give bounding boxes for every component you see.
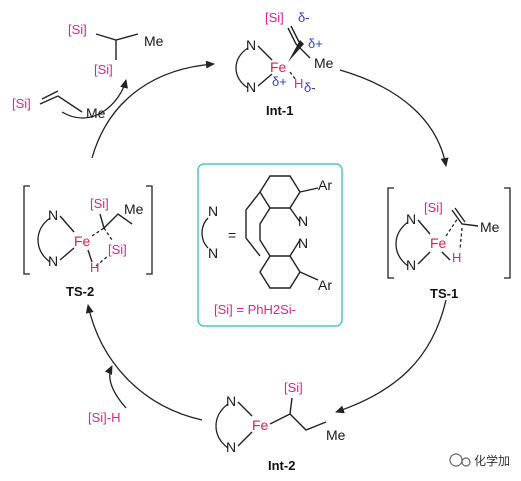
watermark: 化学加 [449, 453, 510, 468]
legend-n-top: N [208, 203, 218, 219]
int2-fe: Fe [252, 417, 269, 433]
ts1-n-bottom: N [406, 257, 416, 273]
int2-label: Int-2 [268, 458, 295, 473]
ts1-me-label: Me [480, 219, 500, 235]
alkene-si-label: [Si] [12, 96, 31, 111]
int1-n-top: N [246, 37, 256, 53]
ts2-fe: Fe [74, 233, 91, 249]
int1-label: Int-1 [266, 103, 293, 118]
int1-si-label: [Si] [265, 10, 284, 25]
int1-delta-plus-alkene: δ+ [308, 36, 323, 51]
ts1-h: H [452, 250, 461, 265]
ts1-label: TS-1 [430, 286, 458, 301]
ts2-si-top: [Si] [90, 196, 109, 211]
watermark-logo-icon [449, 453, 463, 467]
int2-me-label: Me [326, 427, 346, 443]
legend-n-bottom: N [208, 245, 218, 261]
legend-ar-bottom: Ar [318, 277, 332, 293]
product-si-label-top: [Si] [68, 22, 87, 37]
product-si-label-bottom: [Si] [94, 62, 113, 77]
int1-fe: Fe [270, 59, 287, 75]
ts2-n-bottom: N [48, 253, 58, 269]
int1-delta-minus-top: δ- [298, 10, 310, 25]
ts2-n-top: N [48, 207, 58, 223]
arrow-int2-to-ts2 [85, 304, 203, 421]
ts2-me-label: Me [124, 201, 144, 217]
ts2-label: TS-2 [66, 284, 94, 299]
silane-reagent: [Si]-H [88, 410, 121, 425]
arrow-ts1-to-int2 [335, 299, 447, 414]
alkene-substrate: [Si] Me [12, 90, 106, 121]
legend-si-definition: [Si] = PhH2Si- [214, 302, 296, 317]
int1-complex: N N Fe [Si] δ- δ+ Me δ+ H δ- Int-1 [235, 10, 334, 118]
arrow-int1-to-ts1 [339, 69, 449, 167]
ts1-complex: N N Fe [Si] Me H TS-1 [387, 187, 511, 301]
arrow-product-to-int1 [91, 60, 215, 159]
int2-n-top: N [226, 393, 236, 409]
ligand-legend-box: N N = N N Ar Ar [Si] = PhH2Si- [197, 163, 343, 327]
int2-complex: N N Fe [Si] Me Int-2 [215, 380, 346, 473]
int1-me-label: Me [314, 55, 334, 71]
ts1-n-top: N [406, 211, 416, 227]
legend-ar-top: Ar [318, 177, 332, 193]
ts1-fe: Fe [430, 235, 447, 251]
int2-si-label: [Si] [284, 380, 303, 395]
legend-equals: = [228, 227, 236, 243]
int1-delta-plus-fe: δ+ [272, 74, 287, 89]
legend-n-lower-ring: N [298, 235, 308, 251]
product-molecule: [Si] [Si] Me [68, 22, 164, 77]
ts2-complex: N N Fe [Si] Me [Si] H TS-2 [23, 185, 153, 299]
alkene-me-label: Me [86, 105, 106, 121]
int2-n-bottom: N [226, 439, 236, 455]
ts2-si-bottom: [Si] [108, 242, 127, 257]
legend-n-upper-ring: N [298, 213, 308, 229]
ts2-h: H [90, 260, 99, 275]
product-me-label: Me [144, 33, 164, 49]
arrow-silane-in [104, 365, 127, 409]
int1-delta-minus-h: δ- [304, 80, 316, 95]
int1-n-bottom: N [246, 79, 256, 95]
arrow-alkene-in [61, 79, 128, 119]
int1-h: H [294, 76, 303, 91]
watermark-text: 化学加 [474, 453, 510, 468]
ts1-si-label: [Si] [424, 200, 443, 215]
